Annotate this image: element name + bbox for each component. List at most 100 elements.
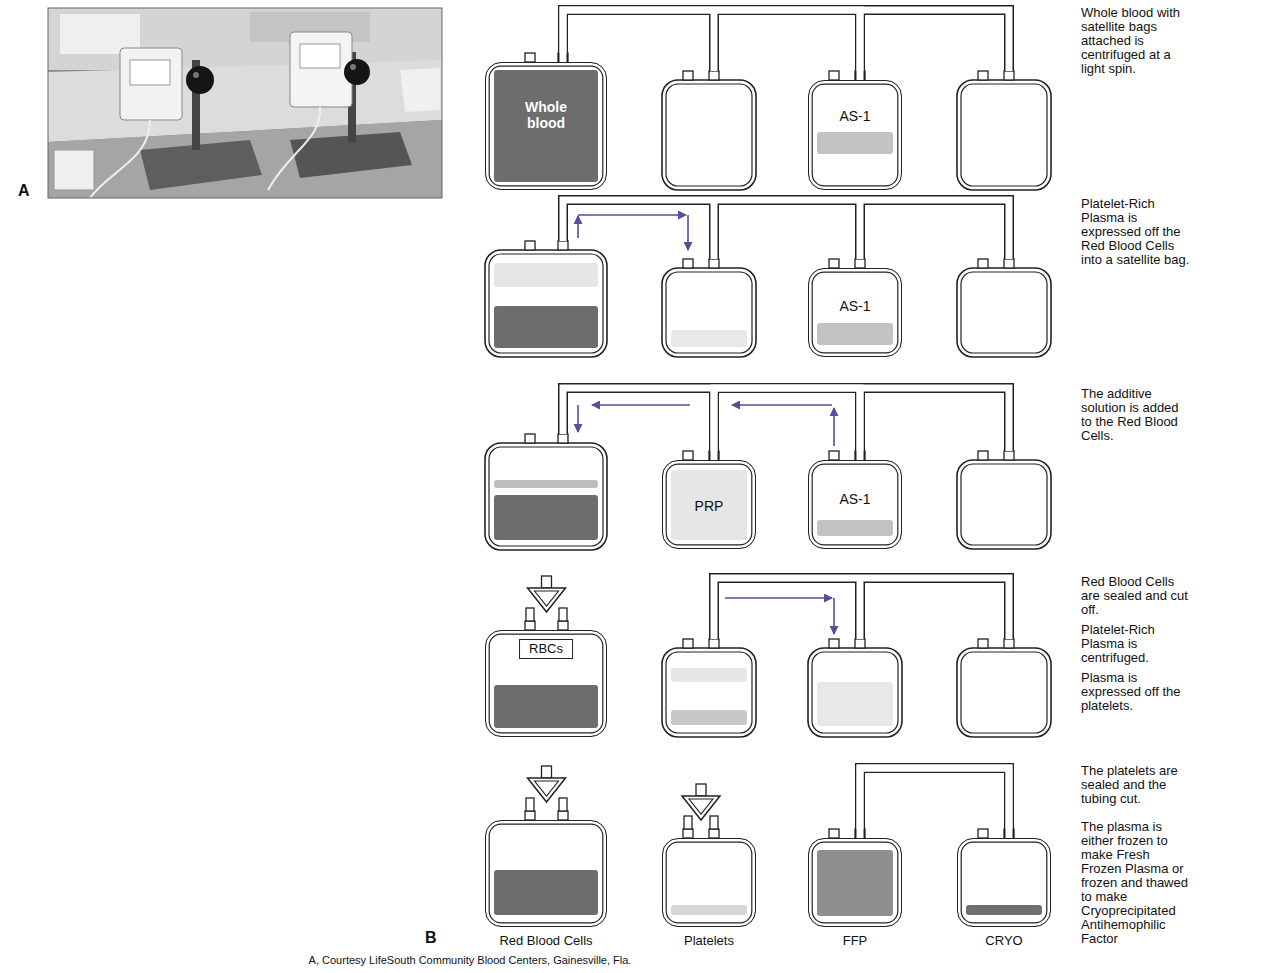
satellite-bag	[961, 84, 1047, 186]
bag-caption: FFP	[843, 933, 868, 949]
clamp-stem	[542, 576, 552, 588]
step-note: The platelets are sealed and the tubing …	[1081, 764, 1193, 806]
satellite-bag	[485, 250, 607, 357]
tube-stub	[710, 816, 718, 829]
tubing-core	[563, 10, 1009, 829]
tubing-core	[563, 200, 1009, 259]
flow-arrow	[833, 408, 835, 446]
tubing-core	[563, 388, 1009, 451]
satellite-bag	[812, 652, 898, 733]
tubing	[563, 10, 1009, 829]
bag-port	[525, 53, 535, 62]
satellite-bag	[666, 84, 752, 186]
whole-blood-bag: Whole blood	[485, 62, 607, 190]
bag-port	[709, 829, 719, 838]
bag-content	[671, 330, 747, 347]
satellite-bag	[961, 464, 1047, 545]
tubing	[860, 768, 1009, 829]
bag-label: PRP	[695, 498, 724, 514]
flow-arrow	[578, 214, 686, 216]
bag-label: AS-1	[839, 298, 870, 314]
bag-port	[525, 434, 535, 443]
additive-solution-bag: AS-1	[808, 268, 902, 357]
satellite-bag	[957, 648, 1051, 737]
bag-port	[683, 451, 693, 460]
platelet-bag: Platelets	[662, 838, 756, 927]
bag-port	[558, 621, 568, 630]
bag-port	[683, 259, 693, 268]
bag-caption: Red Blood Cells	[499, 933, 592, 949]
figure-caption: A, Courtesy LifeSouth Community Blood Ce…	[200, 954, 740, 967]
clamp-symbol	[528, 778, 566, 802]
additive-solution-bag: AS-1	[808, 80, 902, 190]
tubing	[709, 388, 719, 451]
tube-stub	[684, 816, 692, 829]
bag-content	[817, 682, 893, 726]
tubing-connector	[714, 388, 860, 460]
tubing-connector	[714, 388, 860, 460]
bag-content	[671, 710, 747, 725]
bag-port	[829, 259, 839, 268]
bag-port	[525, 811, 535, 820]
satellite-bag	[662, 80, 756, 190]
bag-port	[1004, 451, 1014, 460]
bag-content	[817, 132, 893, 154]
bag-port	[558, 434, 568, 443]
photo-bag-label	[130, 60, 170, 85]
flow-arrow	[732, 404, 832, 406]
bag-content	[817, 520, 893, 536]
tubing	[563, 10, 1009, 71]
bag-port	[978, 451, 988, 460]
clamp-stem	[696, 784, 706, 796]
tubing	[563, 200, 1009, 259]
satellite-bag	[961, 272, 1047, 353]
photograph	[48, 8, 442, 198]
bag-port	[558, 811, 568, 820]
bag-caption: Platelets	[684, 933, 734, 949]
step-note: Red Blood Cells are sealed and cut off.	[1081, 575, 1193, 617]
bag-content	[494, 870, 598, 915]
tubing-connector	[563, 10, 860, 80]
tubing-core	[857, 388, 864, 451]
satellite-bag	[957, 80, 1051, 190]
bag-port	[855, 259, 865, 268]
photo-bags	[54, 150, 94, 190]
photo-highlight	[193, 72, 199, 78]
tubing	[714, 578, 1009, 639]
bag-port	[978, 829, 988, 838]
bag-content	[671, 470, 747, 540]
bag-content	[494, 685, 598, 728]
flow-arrows	[578, 215, 834, 634]
bag-port	[829, 639, 839, 648]
seal-clamps	[526, 576, 720, 829]
bag-port	[525, 621, 535, 630]
bag-port	[709, 259, 719, 268]
flow-arrow	[687, 215, 689, 250]
bag-port	[829, 451, 839, 460]
bag-port	[683, 71, 693, 80]
additive-solution-bag: AS-1	[808, 460, 902, 549]
panel-letter: B	[425, 929, 437, 947]
bag-content	[494, 306, 598, 348]
photo-blood-bag	[290, 32, 352, 107]
photo-frame	[48, 8, 442, 198]
tubing-connector	[714, 388, 860, 460]
clamp-symbol	[689, 799, 713, 814]
bag-content	[494, 495, 598, 540]
tubing	[709, 200, 719, 259]
satellite-bag	[808, 648, 902, 737]
clamp-symbol	[535, 591, 559, 606]
satellite-bag	[957, 460, 1051, 549]
bag-port	[829, 71, 839, 80]
satellite-bag	[485, 443, 607, 550]
bag-content	[671, 668, 747, 682]
bag-port	[683, 829, 693, 838]
tubing-core	[714, 578, 1009, 639]
tubing-connector	[860, 768, 1009, 838]
bag-content	[494, 480, 598, 488]
